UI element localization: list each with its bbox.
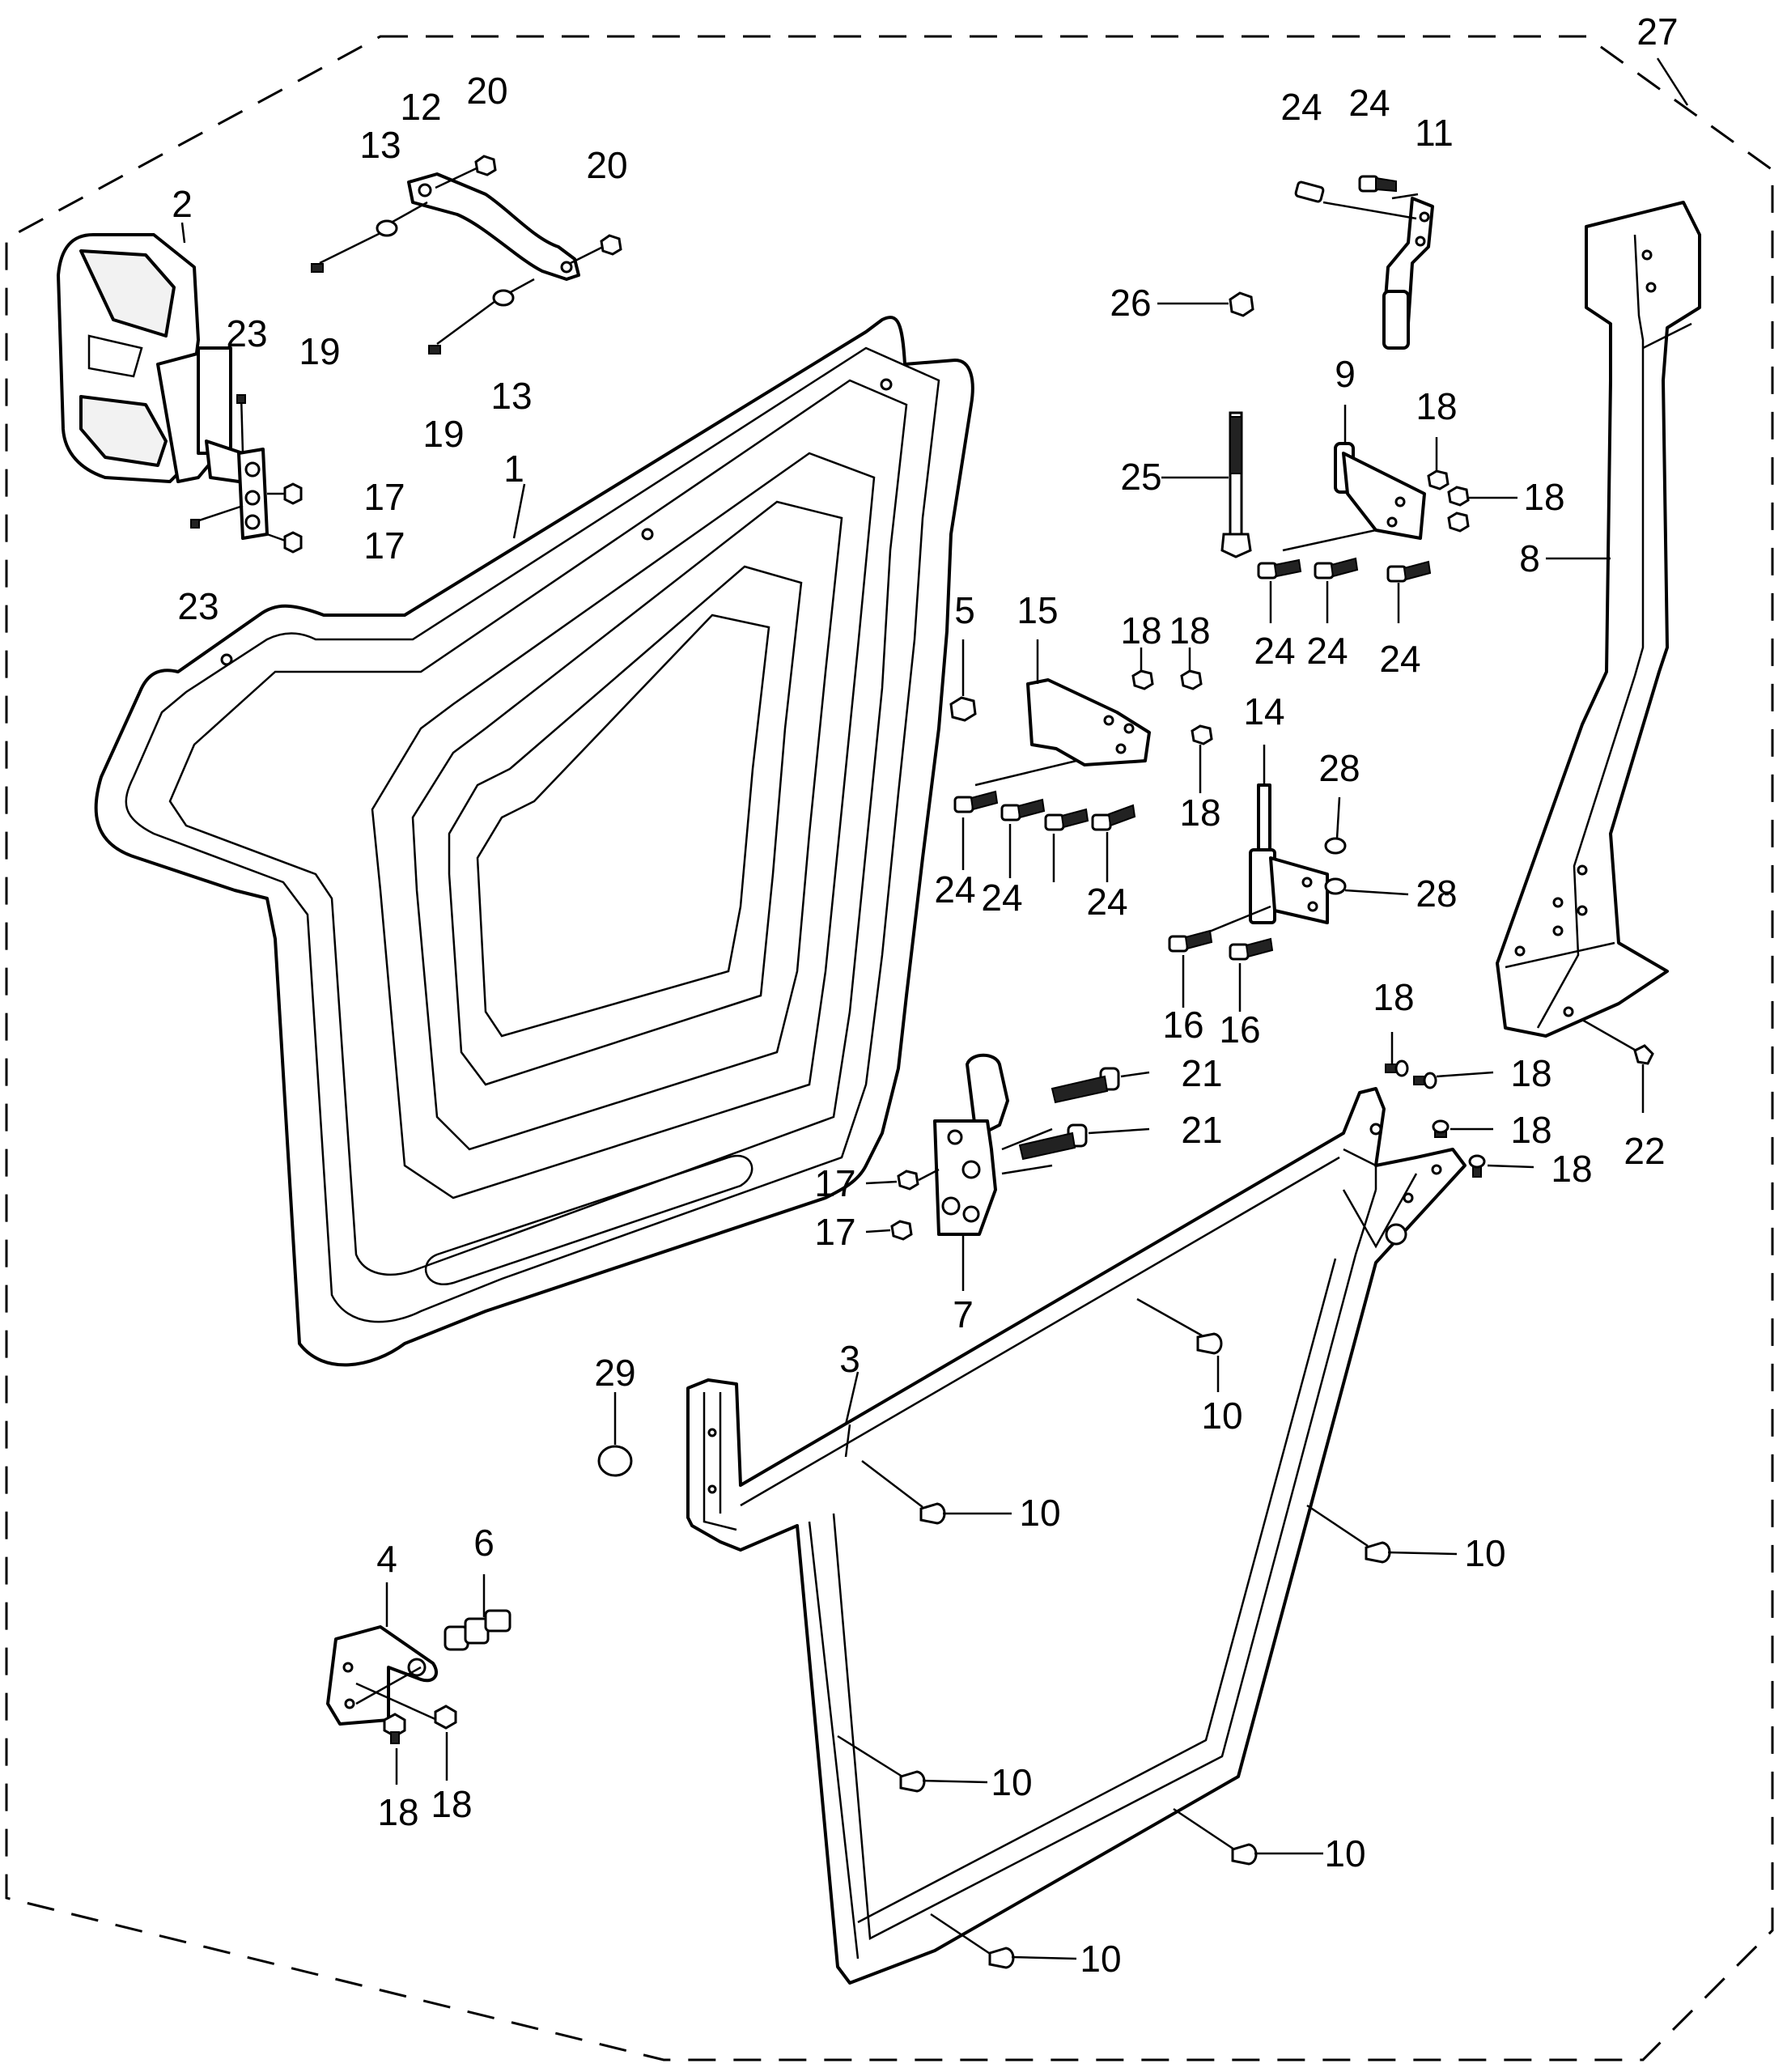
callout-18i: 18 — [1551, 1148, 1592, 1190]
callout-24a: 24 — [1280, 86, 1322, 128]
check-strap — [386, 164, 604, 299]
callout-24c: 24 — [1254, 630, 1295, 672]
callout-18j: 18 — [377, 1791, 418, 1833]
door-latch — [865, 1053, 1150, 1291]
callout-24h: 24 — [1086, 881, 1127, 923]
callout-24b: 24 — [1348, 82, 1390, 124]
callout-6: 6 — [473, 1522, 495, 1564]
callout-10a: 10 — [1201, 1395, 1242, 1437]
callout-24d: 24 — [1306, 630, 1348, 672]
callout-10f: 10 — [1080, 1938, 1121, 1980]
callout-3: 3 — [839, 1338, 860, 1380]
callout-13a: 13 — [359, 124, 401, 166]
callout-27: 27 — [1636, 11, 1678, 53]
callout-24f: 24 — [934, 868, 975, 911]
strap-hardware — [311, 155, 622, 355]
callout-20a: 20 — [466, 70, 507, 112]
callout-11: 11 — [1415, 112, 1454, 154]
callout-2: 2 — [172, 183, 193, 225]
bolts-24-mid — [1257, 557, 1432, 623]
door-frame — [686, 1087, 1467, 1985]
callout-10d: 10 — [991, 1761, 1032, 1803]
callout-19a: 19 — [299, 330, 340, 372]
striker-screws — [383, 1705, 457, 1785]
callout-14: 14 — [1243, 690, 1284, 732]
hinge-bracket-15 — [974, 639, 1213, 793]
callout-18e: 18 — [1179, 792, 1220, 834]
long-bolt — [1161, 411, 1252, 558]
mirror-nuts — [283, 482, 303, 554]
callout-16a: 16 — [1162, 1004, 1203, 1046]
striker-pin — [444, 1574, 511, 1651]
callout-18b: 18 — [1523, 476, 1564, 518]
callout-18k: 18 — [431, 1783, 472, 1825]
callout-5: 5 — [954, 589, 975, 631]
callout-15: 15 — [1017, 589, 1058, 631]
callout-1: 1 — [503, 448, 524, 490]
callout-10c: 10 — [1464, 1532, 1505, 1574]
upper-hinge-bracket — [1322, 193, 1434, 350]
callout-28b: 28 — [1416, 873, 1457, 915]
callout-4: 4 — [376, 1538, 397, 1580]
door-pillar — [1496, 201, 1701, 1113]
callout-25: 25 — [1120, 456, 1161, 498]
hinge-bracket-9 — [1282, 405, 1517, 552]
callout-23a: 23 — [226, 312, 267, 355]
callout-18a: 18 — [1416, 385, 1457, 427]
callout-12: 12 — [400, 86, 441, 128]
callout-22: 22 — [1624, 1130, 1665, 1172]
callout-7: 7 — [953, 1293, 974, 1335]
callout-21b: 21 — [1181, 1109, 1222, 1151]
callout-8: 8 — [1519, 537, 1540, 580]
hinge-14 — [1168, 745, 1409, 1012]
nut-26 — [1229, 291, 1254, 317]
callout-17b: 17 — [363, 524, 405, 567]
callout-28a: 28 — [1318, 747, 1360, 789]
callout-23b: 23 — [177, 585, 219, 627]
leader-2 — [180, 222, 186, 244]
door-panel — [94, 316, 974, 1367]
mirror-bracket — [190, 394, 291, 544]
striker-plate — [326, 1582, 438, 1726]
callout-17d: 17 — [814, 1211, 855, 1253]
callout-17c: 17 — [814, 1162, 855, 1204]
callout-18h: 18 — [1510, 1109, 1551, 1151]
callout-26: 26 — [1110, 282, 1151, 324]
nut-5 — [949, 696, 977, 722]
callout-18g: 18 — [1510, 1052, 1551, 1094]
callout-13b: 13 — [490, 375, 532, 417]
callout-16b: 16 — [1219, 1008, 1260, 1051]
callout-9: 9 — [1335, 353, 1356, 395]
bolts-24-top — [1294, 175, 1397, 203]
callout-21a: 21 — [1181, 1052, 1222, 1094]
callout-10b: 10 — [1019, 1492, 1060, 1534]
callout-18f: 18 — [1373, 976, 1414, 1018]
mirror-assembly — [57, 233, 253, 483]
callout-18c: 18 — [1120, 609, 1161, 652]
bolts-24-lower — [953, 790, 1136, 882]
kit-leader — [1656, 57, 1689, 106]
callout-24e: 24 — [1379, 638, 1420, 680]
callout-19b: 19 — [422, 413, 464, 455]
callout-10e: 10 — [1324, 1832, 1365, 1875]
callout-labels: 27 1 2 3 4 5 6 7 8 9 10 10 10 10 10 10 1… — [172, 11, 1678, 1980]
callout-18d: 18 — [1169, 609, 1210, 652]
plug-29 — [597, 1445, 633, 1477]
kit-boundary — [5, 35, 1774, 2061]
leader-1 — [512, 483, 526, 539]
leader-3 — [844, 1371, 860, 1425]
frame-top-screws — [1385, 1032, 1534, 1178]
callout-20b: 20 — [586, 144, 627, 186]
callout-17a: 17 — [363, 476, 405, 518]
frame-screws-10 — [837, 1297, 1458, 1969]
callout-29: 29 — [594, 1352, 635, 1394]
callout-24g: 24 — [981, 877, 1022, 919]
